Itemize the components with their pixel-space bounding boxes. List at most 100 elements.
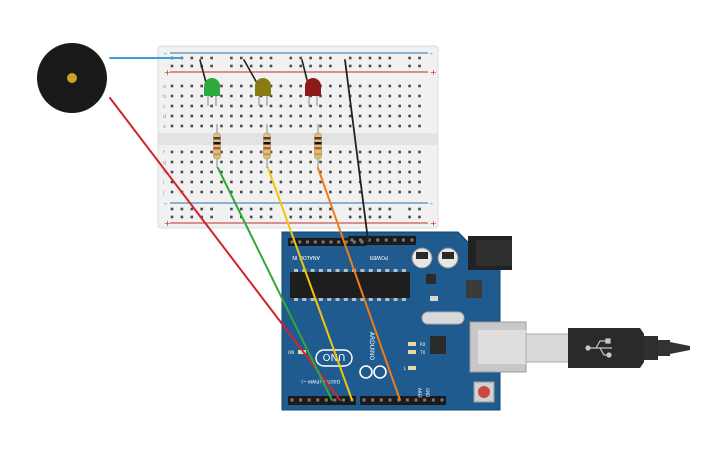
breadboard-rail-hole bbox=[289, 215, 293, 219]
breadboard-rail-hole bbox=[299, 64, 302, 68]
breadboard-rail-hole bbox=[388, 64, 392, 68]
breadboard-hole bbox=[378, 84, 382, 88]
breadboard-hole bbox=[180, 84, 184, 88]
breadboard-hole bbox=[269, 190, 273, 194]
breadboard-hole bbox=[180, 170, 184, 174]
breadboard-hole bbox=[170, 124, 174, 128]
breadboard-rail-hole bbox=[259, 215, 263, 219]
breadboard-hole bbox=[259, 150, 263, 154]
breadboard-hole bbox=[358, 114, 362, 118]
breadboard-hole bbox=[408, 160, 411, 164]
breadboard-hole bbox=[230, 104, 233, 108]
breadboard-rail-hole bbox=[299, 207, 302, 211]
led-red bbox=[305, 78, 321, 106]
l-label: L bbox=[404, 366, 407, 371]
led-green bbox=[204, 78, 220, 106]
breadboard-hole bbox=[269, 104, 273, 108]
breadboard-rail-hole bbox=[319, 56, 322, 60]
breadboard-rail-hole bbox=[269, 207, 273, 211]
breadboard-hole bbox=[418, 84, 421, 88]
rx-led bbox=[408, 342, 416, 346]
breadboard-hole bbox=[230, 84, 233, 88]
breadboard-hole bbox=[358, 160, 362, 164]
header-pin bbox=[397, 398, 401, 402]
breadboard-hole bbox=[249, 170, 253, 174]
breadboard-hole bbox=[249, 94, 253, 98]
breadboard-hole bbox=[230, 114, 233, 118]
breadboard-hole bbox=[319, 124, 322, 128]
breadboard-hole bbox=[348, 190, 352, 194]
analog-in-label: ANALOG IN bbox=[292, 254, 320, 260]
breadboard-hole bbox=[408, 124, 411, 128]
on-led bbox=[298, 350, 306, 354]
breadboard-hole bbox=[230, 170, 233, 174]
breadboard-hole bbox=[329, 104, 332, 108]
header-pin bbox=[414, 398, 418, 402]
wire-ground-black bbox=[344, 59, 369, 241]
breadboard-rail-hole bbox=[289, 207, 293, 211]
chip-pin bbox=[401, 269, 406, 272]
breadboard-hole bbox=[190, 150, 194, 154]
header-pin bbox=[307, 398, 311, 402]
breadboard-hole bbox=[339, 94, 342, 98]
breadboard-rail-hole bbox=[230, 215, 233, 219]
chip-pin bbox=[302, 298, 307, 301]
chip-pin bbox=[310, 269, 315, 272]
breadboard-hole bbox=[408, 150, 411, 154]
led-yellow bbox=[255, 78, 271, 106]
header-pin bbox=[299, 398, 303, 402]
breadboard-rail-hole bbox=[210, 207, 213, 211]
breadboard-hole bbox=[388, 190, 392, 194]
wire-orange-led bbox=[317, 167, 401, 401]
breadboard-hole bbox=[358, 104, 362, 108]
row-letter: b bbox=[163, 94, 166, 100]
breadboard-hole bbox=[388, 114, 392, 118]
breadboard-rail-hole bbox=[319, 64, 322, 68]
breadboard-rail-hole bbox=[368, 64, 372, 68]
breadboard-hole bbox=[329, 160, 332, 164]
chip-pin bbox=[377, 298, 381, 301]
breadboard-rail-hole bbox=[309, 64, 312, 68]
reset-button-cap[interactable] bbox=[478, 386, 490, 398]
breadboard-hole bbox=[200, 114, 203, 118]
usb-chip bbox=[430, 336, 446, 354]
breadboard-rail-hole bbox=[249, 215, 253, 219]
breadboard-hole bbox=[329, 114, 332, 118]
header-pin bbox=[324, 398, 328, 402]
breadboard-hole bbox=[319, 114, 322, 118]
breadboard-hole bbox=[269, 114, 273, 118]
breadboard-rail-hole bbox=[309, 215, 312, 219]
breadboard-hole bbox=[240, 104, 243, 108]
breadboard-hole bbox=[329, 180, 332, 184]
breadboard-hole bbox=[319, 180, 322, 184]
breadboard-hole bbox=[398, 160, 401, 164]
breadboard-hole bbox=[279, 94, 283, 98]
header-pin bbox=[440, 398, 444, 402]
breadboard-hole bbox=[299, 104, 302, 108]
breadboard-hole bbox=[180, 160, 184, 164]
breadboard-hole bbox=[249, 180, 253, 184]
breadboard-hole bbox=[200, 104, 203, 108]
header-pin bbox=[423, 398, 427, 402]
breadboard-rail-hole bbox=[348, 64, 352, 68]
breadboard-rail-hole bbox=[408, 207, 411, 211]
chip-pin bbox=[360, 269, 365, 272]
breadboard-rail-hole bbox=[358, 215, 362, 219]
usb-b-port-inner bbox=[478, 330, 526, 364]
header-pin bbox=[384, 238, 388, 242]
smd-component bbox=[430, 296, 438, 301]
aref-label: AREF bbox=[417, 388, 422, 399]
capacitor-top bbox=[416, 252, 428, 259]
breadboard-hole bbox=[348, 180, 352, 184]
breadboard-hole bbox=[348, 84, 352, 88]
breadboard-holes bbox=[170, 56, 421, 219]
header-pin bbox=[410, 238, 414, 242]
usb-cable bbox=[525, 328, 690, 368]
chip-pin bbox=[318, 269, 323, 272]
breadboard-hole bbox=[319, 170, 322, 174]
buzzer-center bbox=[67, 73, 77, 83]
breadboard-hole bbox=[289, 180, 293, 184]
breadboard-rail-hole bbox=[388, 215, 392, 219]
header-pin bbox=[376, 238, 380, 242]
chip-pin bbox=[393, 269, 398, 272]
